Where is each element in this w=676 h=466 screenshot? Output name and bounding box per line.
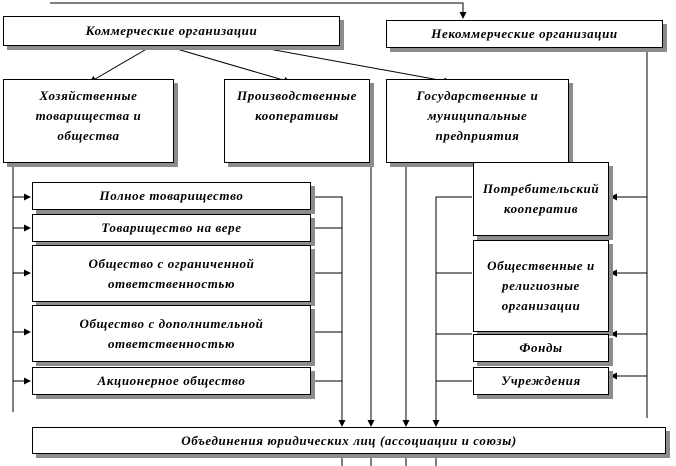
jsc-label: Акционерное общество bbox=[97, 373, 246, 388]
production-cooperatives-box: Производственные кооперативы bbox=[224, 79, 370, 163]
llc-label: Общество с ограниченной ответственностью bbox=[88, 255, 255, 291]
arrow-to-business bbox=[89, 46, 151, 83]
business-partnerships-label: Хозяйственные товарищества и общества bbox=[35, 88, 142, 143]
faith-partnership-label: Товарищество на вере bbox=[101, 220, 242, 235]
commercial-orgs-label: Коммерческие организации bbox=[85, 23, 258, 38]
funds-box: Фонды bbox=[473, 334, 609, 362]
noncommercial-orgs-label: Некоммерческие организации bbox=[431, 26, 618, 41]
institutions-box: Учреждения bbox=[473, 367, 609, 395]
associations-box: Объединения юридических лиц (ассоциации … bbox=[32, 427, 666, 454]
top-header-line bbox=[50, 2, 467, 19]
arrow-to-state bbox=[219, 39, 451, 85]
state-enterprises-label: Государственные и муниципальные предприя… bbox=[416, 88, 539, 143]
noncommercial-orgs-box: Некоммерческие организации bbox=[386, 20, 663, 48]
production-cooperatives-label: Производственные кооперативы bbox=[237, 88, 357, 123]
full-partnership-label: Полное товарищество bbox=[99, 188, 244, 203]
institutions-label: Учреждения bbox=[501, 373, 581, 388]
public-religious-orgs-label: Общественные и религиозные организации bbox=[487, 258, 595, 313]
public-religious-orgs-box: Общественные и религиозные организации bbox=[473, 240, 609, 332]
associations-label: Объединения юридических лиц (ассоциации … bbox=[181, 432, 517, 448]
consumer-cooperative-box: Потребительский кооператив bbox=[473, 162, 609, 236]
alc-box: Общество с дополнительной ответственност… bbox=[32, 305, 311, 362]
funds-label: Фонды bbox=[519, 340, 563, 355]
llc-box: Общество с ограниченной ответственностью bbox=[32, 245, 311, 302]
business-partnerships-box: Хозяйственные товарищества и общества bbox=[3, 79, 174, 163]
state-enterprises-box: Государственные и муниципальные предприя… bbox=[386, 79, 569, 163]
jsc-box: Акционерное общество bbox=[32, 367, 311, 395]
arrow-to-cooperatives bbox=[169, 46, 291, 84]
consumer-cooperative-label: Потребительский кооператив bbox=[482, 181, 600, 216]
alc-label: Общество с дополнительной ответственност… bbox=[79, 315, 264, 351]
commercial-orgs-box: Коммерческие организации bbox=[3, 16, 340, 46]
full-partnership-box: Полное товарищество bbox=[32, 182, 311, 210]
faith-partnership-box: Товарищество на вере bbox=[32, 214, 311, 242]
